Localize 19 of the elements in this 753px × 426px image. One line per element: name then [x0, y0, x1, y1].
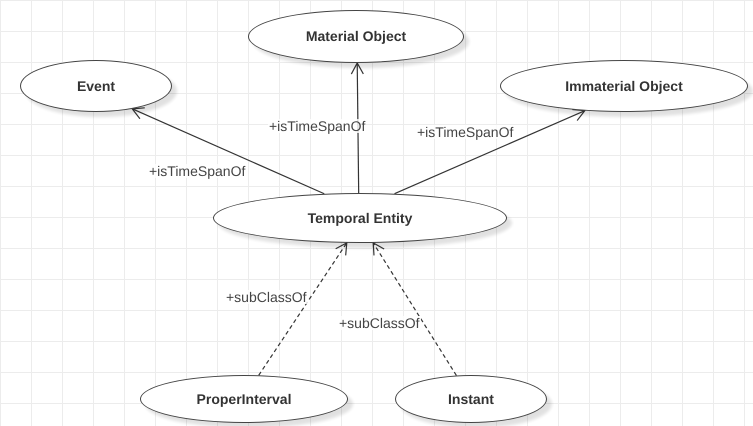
class-name: Material Object	[306, 27, 406, 46]
class-ellipse	[248, 10, 464, 63]
edge-label: +isTimeSpanOf	[148, 164, 246, 178]
edge-label: +subClassOf	[225, 290, 308, 304]
class-name: Event	[76, 76, 116, 96]
class-ellipse	[500, 60, 748, 112]
class-name: Instant	[448, 390, 494, 408]
class-name: ProperInterval	[196, 390, 292, 409]
arrow	[258, 242, 348, 376]
edge-label: +isTimeSpanOf	[268, 119, 366, 133]
class-name: Temporal Entity	[308, 208, 412, 228]
class-ellipse	[395, 375, 547, 423]
arrow	[350, 62, 364, 193]
arrow	[394, 108, 586, 194]
arrow	[372, 242, 457, 376]
class-name: Immaterial Object	[565, 76, 683, 96]
edge-label: +subClassOf	[338, 316, 421, 330]
edge-label: +isTimeSpanOf	[416, 125, 514, 139]
arrow	[132, 107, 324, 194]
